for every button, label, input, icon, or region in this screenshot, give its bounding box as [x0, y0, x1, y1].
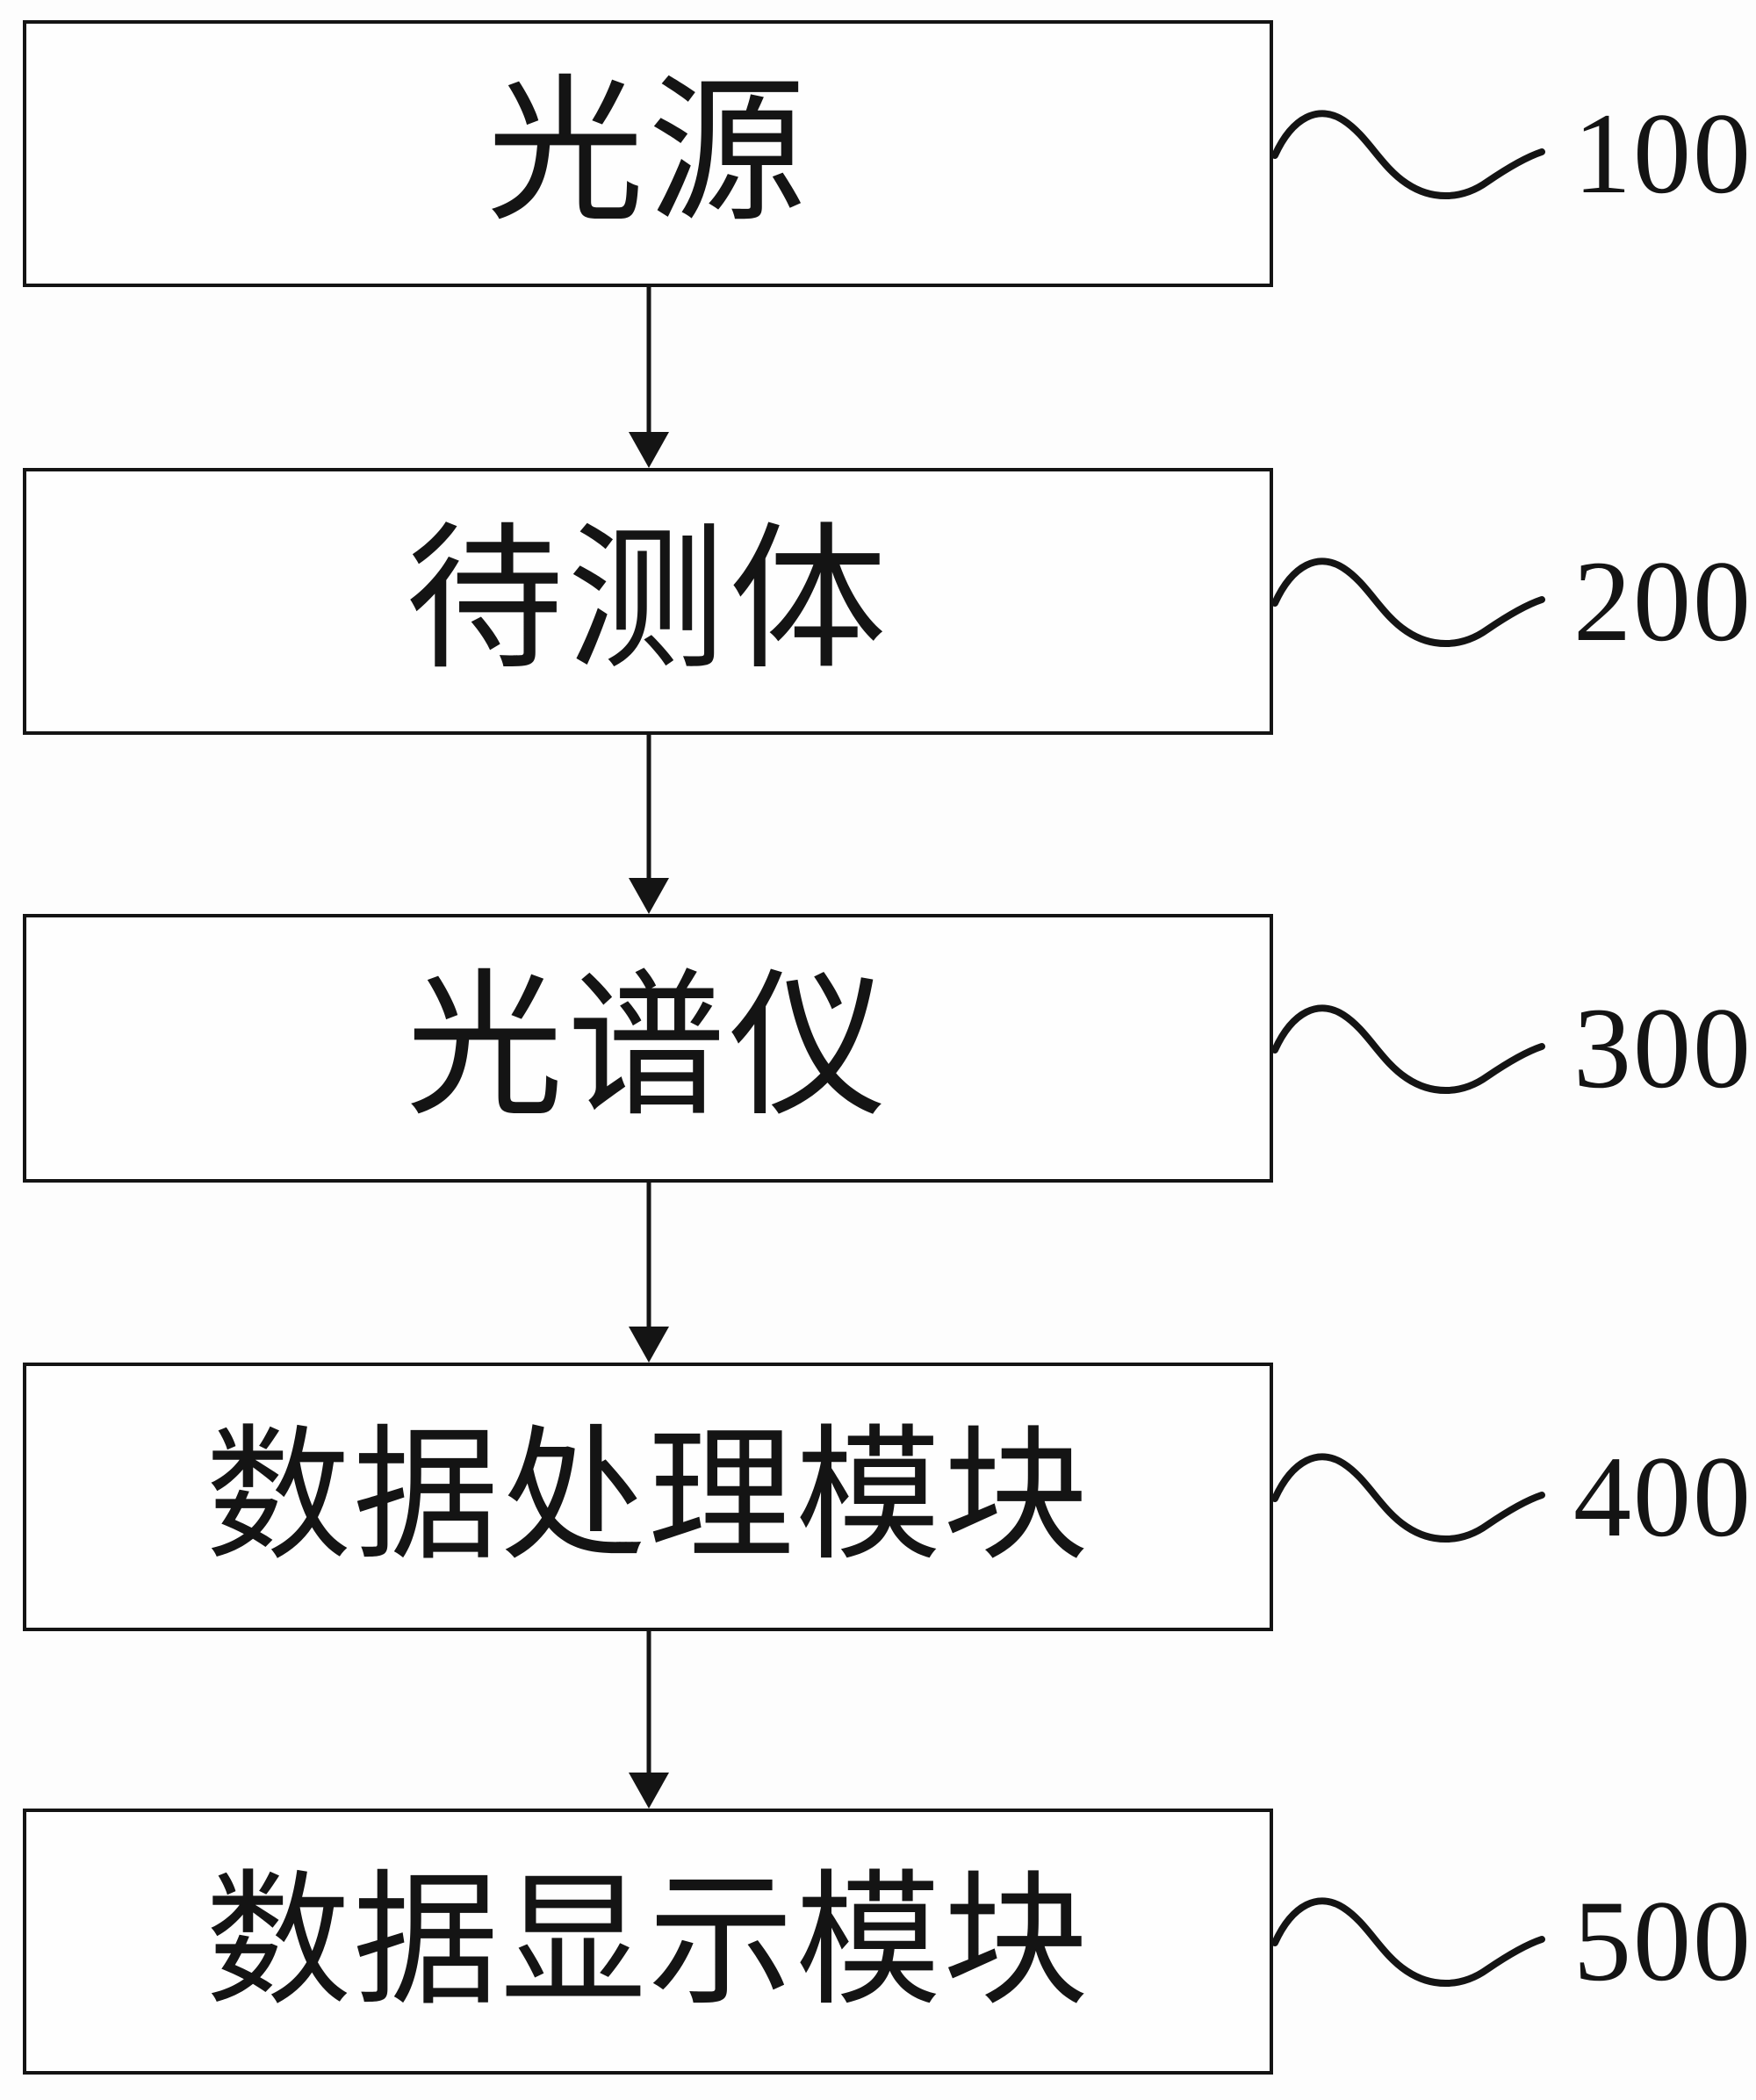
flow-box-label: 数据显示模块 — [205, 1860, 1090, 2023]
flow-arrow-icon — [629, 735, 669, 914]
reference-leader-wave-icon — [1271, 1453, 1545, 1543]
reference-leader-wave-icon — [1271, 557, 1545, 648]
flow-box-label: 光源 — [486, 66, 810, 241]
reference-numeral: 500 — [1573, 1876, 1752, 2005]
flow-arrow-icon — [629, 1183, 669, 1363]
flow-arrow-icon — [629, 287, 669, 468]
flow-box-test-object: 待测体 — [23, 468, 1273, 735]
flow-box-label: 数据处理模块 — [205, 1416, 1090, 1578]
flow-box-label: 待测体 — [405, 514, 890, 688]
flow-box-data-display-module: 数据显示模块 — [23, 1809, 1273, 2075]
reference-leader-wave-icon — [1271, 1897, 1545, 1988]
flow-arrow-icon — [629, 1631, 669, 1809]
flow-box-spectrometer: 光谱仪 — [23, 914, 1273, 1183]
reference-numeral: 300 — [1573, 983, 1752, 1112]
reference-leader-wave-icon — [1271, 110, 1545, 200]
reference-leader-wave-icon — [1271, 1004, 1545, 1095]
reference-numeral: 100 — [1573, 89, 1752, 218]
flow-box-light-source: 光源 — [23, 20, 1273, 287]
flow-box-data-processing-module: 数据处理模块 — [23, 1363, 1273, 1631]
flow-box-label: 光谱仪 — [405, 960, 890, 1135]
reference-numeral: 400 — [1573, 1432, 1752, 1561]
reference-numeral: 200 — [1573, 536, 1752, 665]
